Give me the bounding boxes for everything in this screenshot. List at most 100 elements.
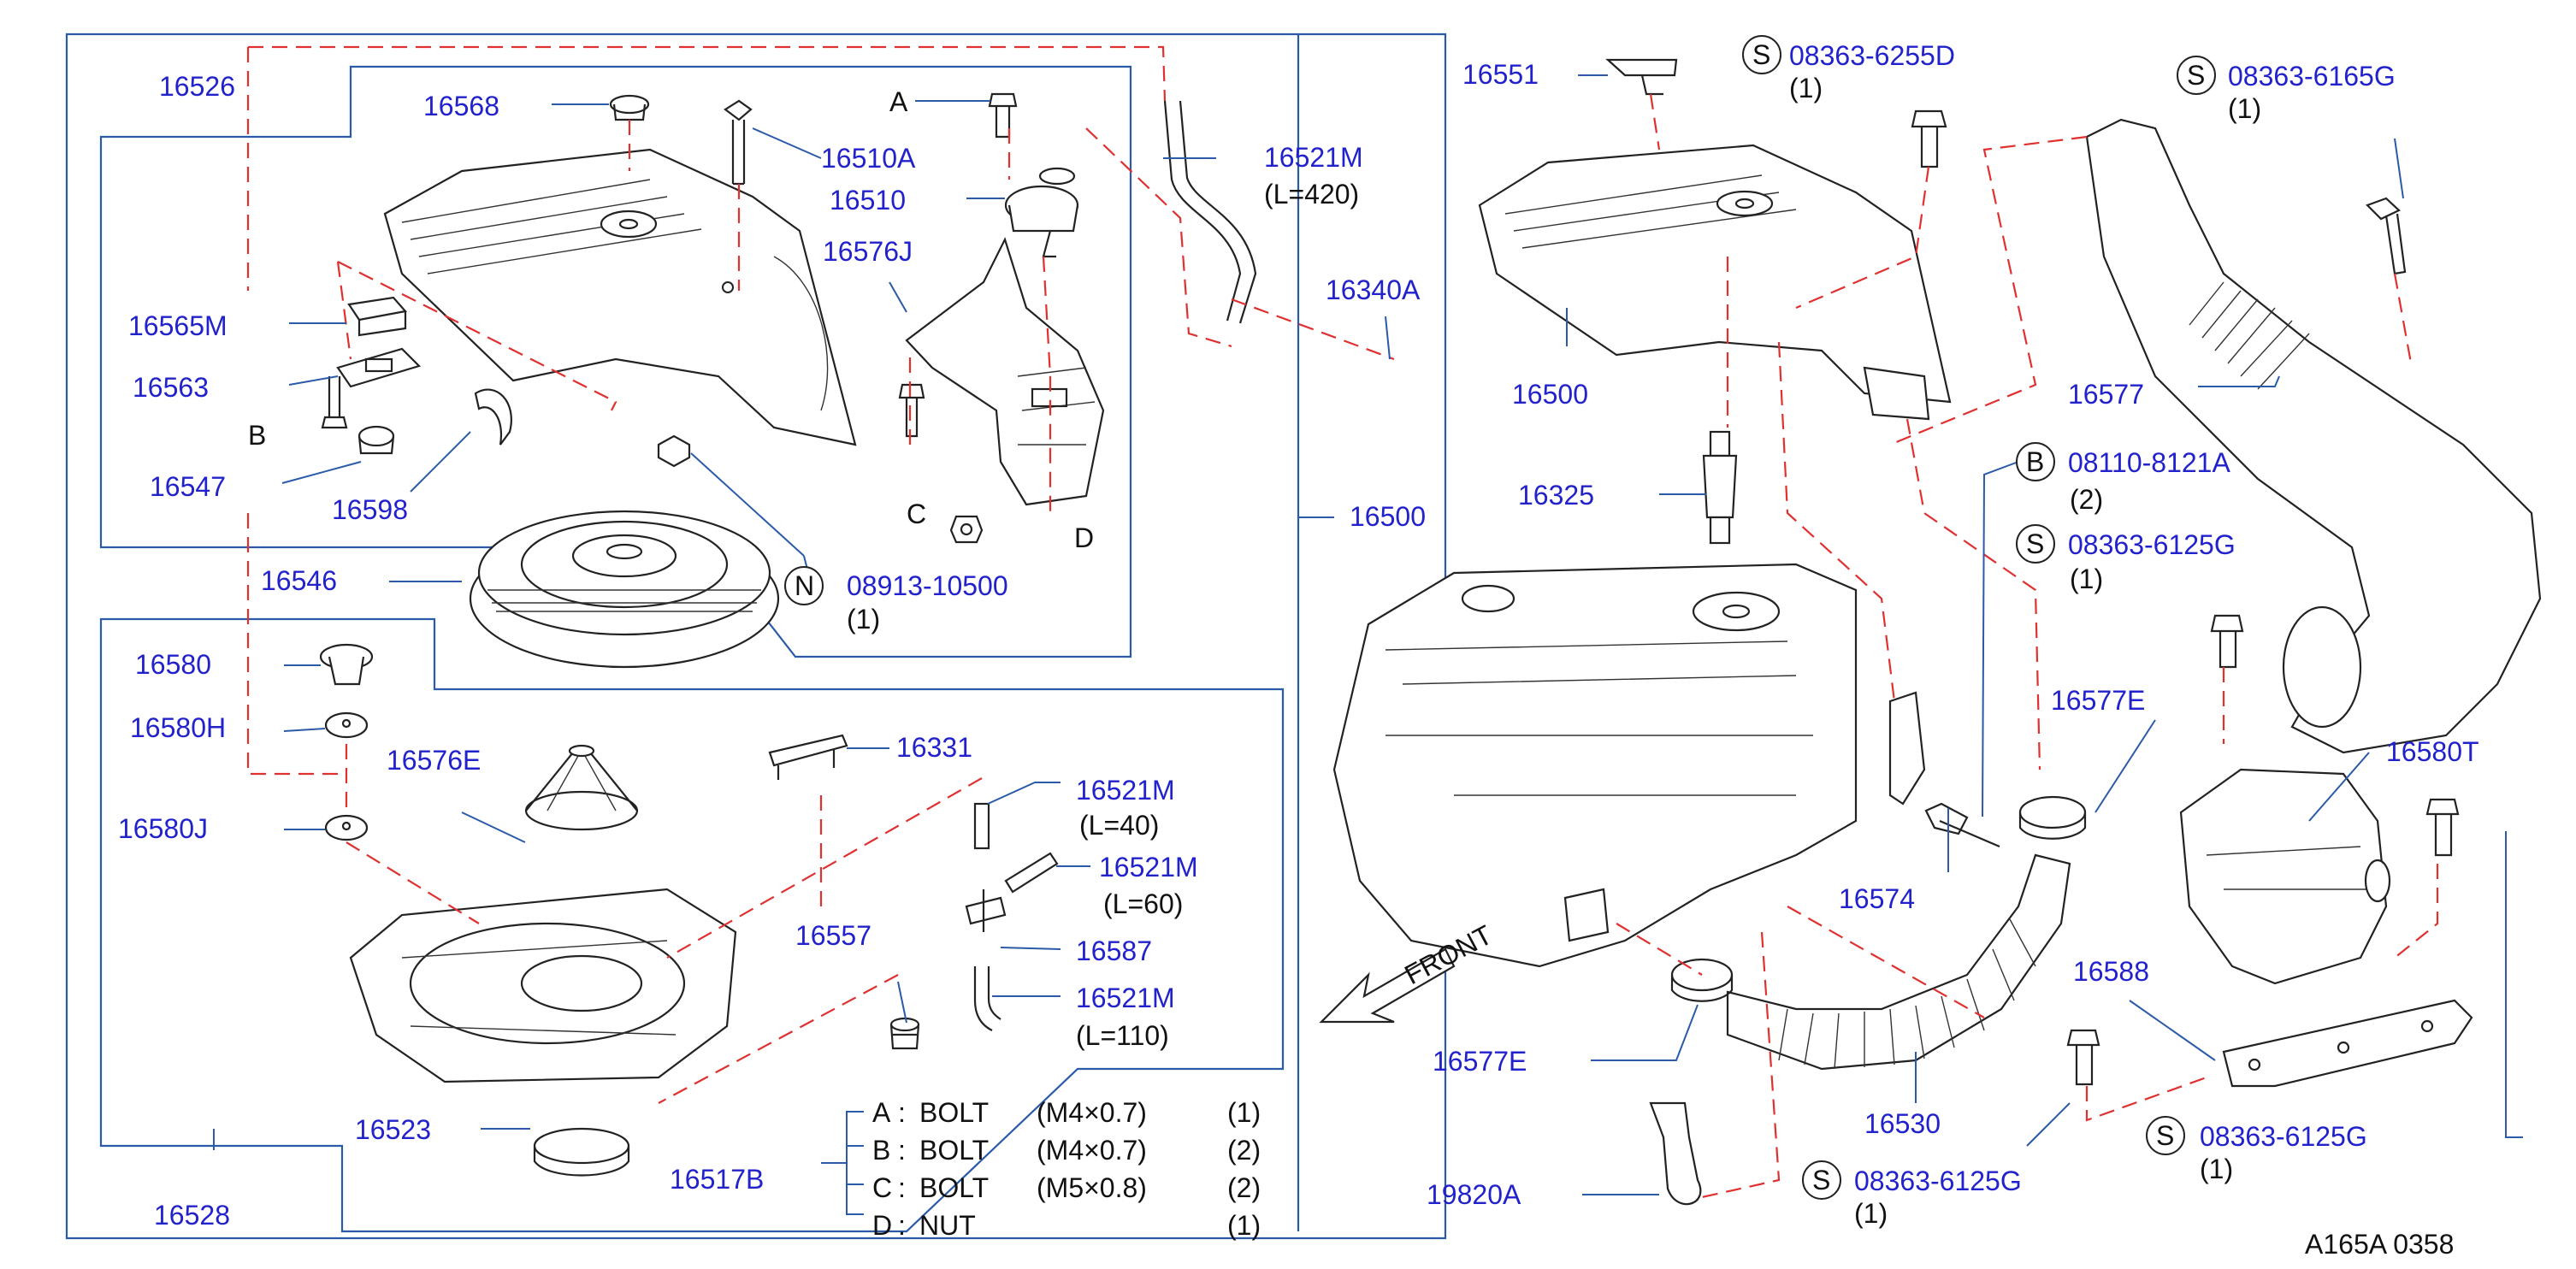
hose-16521M-L110	[973, 966, 1001, 1031]
valve-16510	[1004, 167, 1079, 258]
svg-text:(M5×0.8): (M5×0.8)	[1037, 1172, 1147, 1203]
label-08363-6125G-b: 08363-6125G	[1854, 1166, 2022, 1196]
label-C: C	[907, 499, 926, 529]
bracket-16331	[768, 734, 848, 780]
label-16568: 16568	[423, 91, 499, 121]
label-16557: 16557	[795, 920, 871, 951]
sensor-16325	[1702, 430, 1738, 545]
svg-text:C: C	[872, 1172, 892, 1203]
label-16574: 16574	[1839, 883, 1915, 914]
label-19820A: 19820A	[1427, 1179, 1521, 1210]
label-A-top: A	[889, 86, 908, 117]
nut-D	[949, 515, 984, 544]
label-S5: S	[2156, 1120, 2174, 1151]
circled-S-marker: S	[2177, 56, 2216, 95]
label-16547: 16547	[150, 471, 226, 502]
label-16580J: 16580J	[118, 813, 208, 844]
bolt-A	[988, 92, 1018, 139]
svg-text::: :	[898, 1135, 906, 1166]
label-qty-S5: (1)	[2200, 1154, 2233, 1184]
connector-16587	[965, 889, 1007, 932]
lower-case-16528	[349, 888, 737, 1083]
label-16528: 16528	[154, 1200, 230, 1231]
air-cleaner-cover-right	[1478, 144, 1952, 421]
clamp-16577E-left	[1670, 958, 1734, 1002]
svg-text:A: A	[872, 1097, 891, 1128]
label-16521M-c: 16521M	[1076, 983, 1175, 1013]
label-16580T: 16580T	[2386, 736, 2479, 767]
label-08363-6125G-c: 08363-6125G	[2200, 1121, 2367, 1152]
label-S2: S	[2187, 60, 2205, 91]
svg-text::: :	[898, 1097, 906, 1128]
svg-text:(M4×0.7): (M4×0.7)	[1037, 1135, 1147, 1166]
svg-text:D: D	[872, 1210, 892, 1241]
label-16523: 16523	[355, 1114, 431, 1145]
svg-text:BOLT: BOLT	[919, 1097, 989, 1128]
label-16510A: 16510A	[821, 143, 916, 174]
label-qty-S3: (1)	[2070, 564, 2103, 594]
svg-text:(2): (2)	[1227, 1172, 1261, 1203]
svg-text:NUT: NUT	[919, 1210, 976, 1241]
label-16565M: 16565M	[128, 310, 227, 341]
svg-text:BOLT: BOLT	[919, 1135, 989, 1166]
front-arrow-icon	[1319, 947, 1456, 1024]
bolt-08363-6125G-c	[2425, 798, 2460, 857]
bolt-08363-6125G-a	[2210, 614, 2244, 669]
fastener-legend: A : BOLT (M4×0.7) (1) B : BOLT (M4×0.7) …	[872, 1097, 1261, 1241]
label-16521M-a: 16521M	[1076, 775, 1175, 806]
label-D: D	[1074, 522, 1094, 553]
nut-08913	[657, 434, 691, 468]
circled-S-marker: S	[1742, 35, 1781, 74]
label-16587: 16587	[1076, 936, 1152, 966]
label-qty-S1: (1)	[1789, 73, 1823, 103]
label-16325: 16325	[1518, 480, 1594, 511]
hose-16530	[1726, 853, 2071, 1071]
phantom-lines	[246, 45, 2439, 1199]
label-08913-10500: 08913-10500	[847, 570, 1008, 601]
label-16546: 16546	[261, 565, 337, 596]
legend-row: B : BOLT (M4×0.7) (2)	[872, 1135, 1261, 1166]
svg-text:B: B	[872, 1135, 890, 1166]
lower-subgroup-frame	[99, 617, 1285, 1233]
bracket-16574	[1888, 691, 1926, 806]
label-qty-S2: (1)	[2228, 93, 2261, 124]
filter-element-16546	[469, 510, 780, 669]
bracket-16588	[2222, 999, 2473, 1088]
label-16510: 16510	[830, 185, 906, 215]
svg-text::: :	[898, 1210, 906, 1241]
label-08363-6125G-a: 08363-6125G	[2068, 529, 2236, 560]
label-16580: 16580	[135, 649, 211, 680]
label-16577E-right: 16577E	[2051, 685, 2145, 716]
label-L420: (L=420)	[1264, 179, 1359, 210]
label-S3: S	[2026, 528, 2044, 559]
label-16526: 16526	[159, 71, 235, 102]
svg-text:(1): (1)	[1227, 1210, 1261, 1241]
grommet-16547	[357, 425, 395, 455]
svg-text::: :	[898, 1172, 906, 1203]
clip-19820A	[1649, 1101, 1702, 1206]
svg-text:BOLT: BOLT	[919, 1172, 989, 1203]
clip-16598	[474, 388, 512, 446]
legend-row: C : BOLT (M5×0.8) (2)	[872, 1172, 1261, 1203]
bolt-08363-6255D	[1911, 109, 1947, 168]
pad-16565M	[347, 296, 408, 337]
label-16340A: 16340A	[1326, 274, 1421, 305]
gasket-16580H	[324, 711, 369, 739]
duct-16577	[2085, 118, 2542, 754]
legend-row: A : BOLT (M4×0.7) (1)	[872, 1097, 1261, 1128]
screw-16510A	[724, 99, 753, 186]
diagram-code: A165A 0358	[2305, 1229, 2454, 1260]
label-16563: 16563	[133, 372, 209, 403]
bolt-08110-8121A	[1924, 802, 2000, 848]
engine-block	[1332, 563, 1858, 968]
bolt-08363-6125G-b	[2066, 1029, 2100, 1086]
left-group-frame	[65, 32, 1447, 1240]
clip-16551	[1605, 58, 1678, 96]
bolt-08363-6165G	[2366, 197, 2407, 275]
resonator-16580T	[2179, 768, 2391, 985]
hose-16521M-L60	[1004, 852, 1059, 894]
label-S1: S	[1752, 39, 1770, 70]
label-16331: 16331	[896, 732, 972, 763]
circled-B-marker: B	[2016, 442, 2055, 481]
